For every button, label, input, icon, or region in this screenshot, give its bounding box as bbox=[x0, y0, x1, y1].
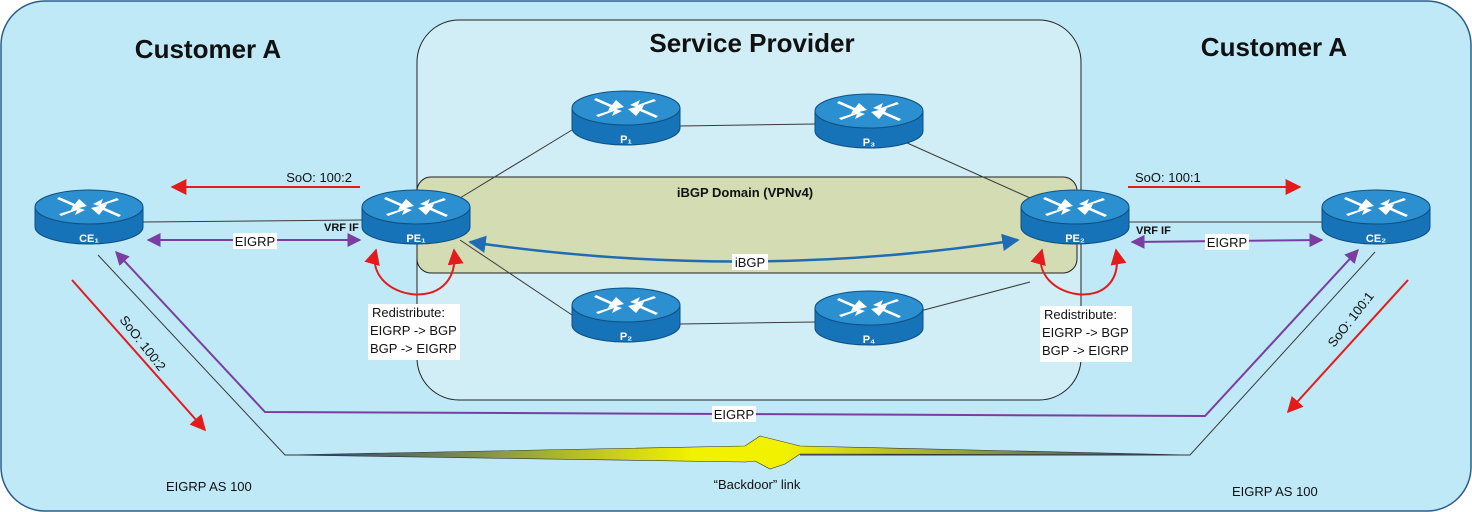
ibgp-label: iBGP bbox=[735, 255, 765, 270]
router-p4-label: P₄ bbox=[863, 334, 876, 346]
router-p2: P₂ bbox=[571, 287, 681, 343]
redistribute-right-bg bbox=[1040, 306, 1132, 362]
ibgp-label-bg bbox=[732, 254, 768, 270]
redistribute-right-line1: EIGRP -> BGP bbox=[1042, 325, 1129, 340]
router-p4: P₄ bbox=[814, 290, 924, 346]
redistribute-left-line2: BGP -> EIGRP bbox=[370, 341, 457, 356]
router-p1: P₁ bbox=[571, 90, 681, 146]
redistribute-left-loop bbox=[364, 248, 464, 296]
router-ce2: CE₂ bbox=[1321, 189, 1431, 245]
ibgp-domain-title: iBGP Domain (VPNv4) bbox=[677, 185, 813, 200]
eigrp-right-label: EIGRP bbox=[1207, 235, 1247, 250]
customer-left-title: Customer A bbox=[135, 34, 282, 64]
soo-right-diag-arrow bbox=[1286, 279, 1409, 414]
eigrp-right-label-bg bbox=[1205, 234, 1249, 250]
customer-right-title: Customer A bbox=[1201, 32, 1348, 62]
eigrp-left-label: EIGRP bbox=[235, 234, 275, 249]
router-pe1: PE₁ bbox=[361, 189, 471, 245]
soo-right-top-label: SoO: 100:1 bbox=[1135, 170, 1201, 185]
eigrp-bottom-label-bg bbox=[712, 406, 756, 422]
redistribute-left-title: Redistribute: bbox=[372, 305, 445, 320]
vrf-if-right-label: VRF IF bbox=[1136, 225, 1171, 237]
redistribute-right-loop bbox=[1030, 248, 1127, 296]
eigrp-bottom-label: EIGRP bbox=[714, 407, 754, 422]
backdoor-label: “Backdoor” link bbox=[714, 477, 801, 492]
soo-left-diag-arrow bbox=[71, 279, 207, 432]
redistribute-left-bg bbox=[368, 304, 460, 360]
router-pe2: PE₂ bbox=[1020, 189, 1130, 245]
eigrp-as-right-label: EIGRP AS 100 bbox=[1232, 484, 1318, 499]
router-p3-label: P₃ bbox=[863, 137, 875, 149]
eigrp-left-label-bg bbox=[233, 233, 277, 249]
router-p1-label: P₁ bbox=[620, 134, 632, 146]
soo-left-top-label: SoO: 100:2 bbox=[286, 170, 352, 185]
redistribute-left-line1: EIGRP -> BGP bbox=[370, 323, 457, 338]
redistribute-right-line2: BGP -> EIGRP bbox=[1042, 343, 1129, 358]
router-ce1-label: CE₁ bbox=[79, 233, 99, 245]
backdoor-bolt bbox=[284, 435, 1191, 470]
router-ce1: CE₁ bbox=[34, 189, 144, 245]
eigrp-as-left-label: EIGRP AS 100 bbox=[166, 479, 252, 494]
redistribute-right-title: Redistribute: bbox=[1044, 307, 1117, 322]
router-pe2-label: PE₂ bbox=[1065, 233, 1085, 245]
router-pe1-label: PE₁ bbox=[406, 233, 426, 245]
router-ce2-label: CE₂ bbox=[1366, 233, 1386, 245]
router-p2-label: P₂ bbox=[620, 331, 632, 343]
router-p3: P₃ bbox=[814, 93, 924, 149]
service-provider-title: Service Provider bbox=[649, 28, 854, 58]
vrf-if-left-label: VRF IF bbox=[324, 222, 359, 234]
